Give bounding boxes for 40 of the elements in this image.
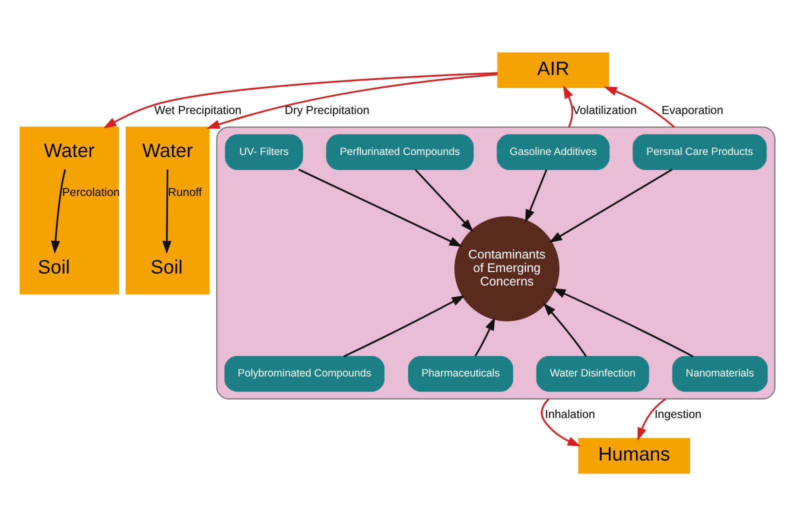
node-box: Persnal Care Products [632, 134, 767, 170]
arrow [298, 168, 462, 247]
arrow [474, 317, 496, 357]
cluster [216, 126, 776, 400]
edge-label: Dry Precipitation [284, 105, 370, 118]
arrow [540, 398, 581, 446]
node-box: Humans [578, 438, 690, 474]
node-text: Soil [150, 258, 183, 279]
arrow [637, 398, 666, 441]
node-text: Water [44, 140, 95, 162]
arrow [525, 169, 548, 223]
edge-label: Evaporation [662, 105, 724, 118]
node-box: Gasoline Additives [496, 134, 610, 170]
arrow [414, 168, 474, 232]
arrow [206, 74, 498, 129]
node-box: Polybrominated Compounds [224, 356, 384, 392]
arrow [548, 168, 673, 243]
arrow [543, 302, 587, 357]
edge-label: Runoff [168, 187, 202, 200]
node-box: Perflurinated Compounds [326, 134, 474, 170]
node-circle: Contaminants of Emerging Concerns [454, 216, 560, 322]
edge-label: Percolation [62, 187, 120, 200]
arrow [50, 169, 66, 254]
node-box: Pharmaceuticals [408, 356, 514, 392]
node-text: Water [142, 140, 193, 162]
node-box: Nanomaterials [672, 356, 768, 392]
arrow [563, 85, 574, 128]
edge-label: Wet Precipitation [154, 105, 242, 118]
edge-label: Ingestion [654, 408, 702, 421]
cluster [20, 126, 119, 294]
node-text: Soil [38, 258, 70, 279]
arrow [103, 72, 498, 128]
arrow [552, 288, 694, 358]
arrow [343, 295, 465, 358]
arrow [162, 170, 172, 254]
edge-label: Inhalation [545, 408, 596, 421]
node-box: UV- Filters [224, 134, 304, 170]
node-box: Water Disinfection [536, 356, 650, 392]
node-box: AIR [497, 52, 610, 88]
cluster [126, 126, 210, 294]
